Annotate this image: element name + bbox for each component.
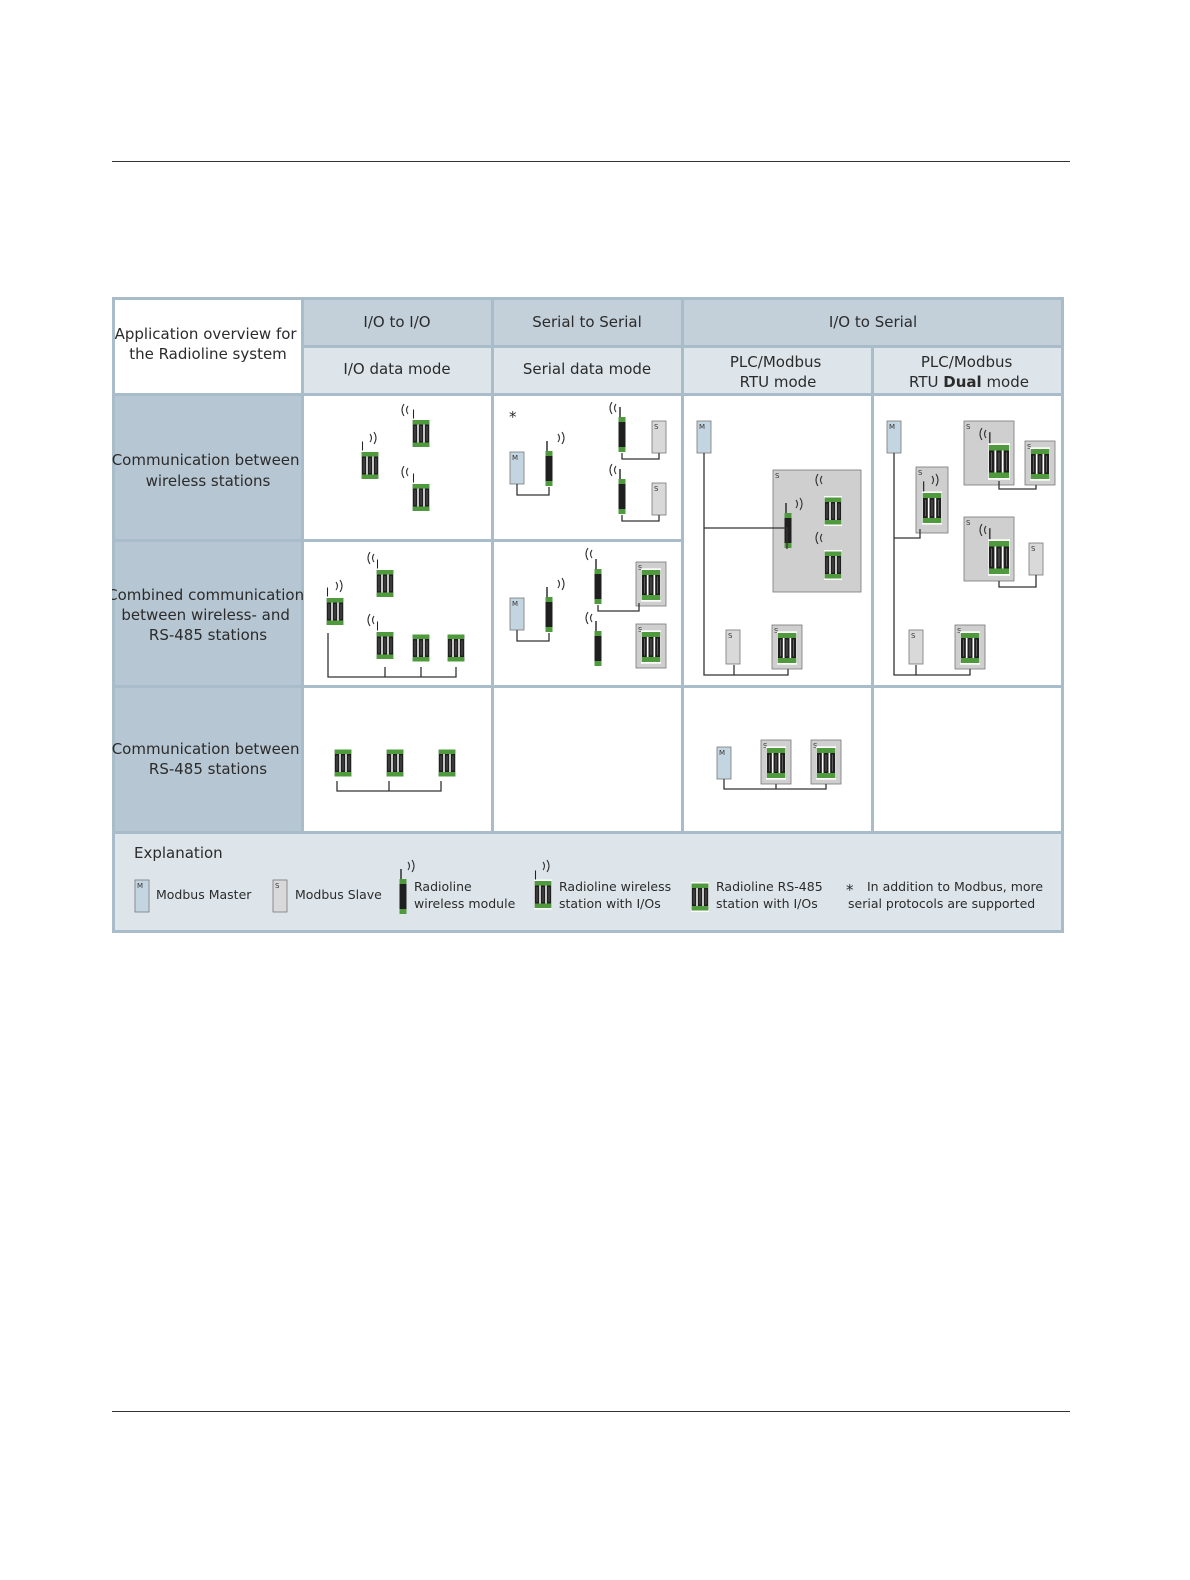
row-header-combined bbox=[115, 542, 301, 685]
legend-item-rs485-station: Radioline RS-485 station with I/Os bbox=[691, 879, 827, 913]
group-label-io-to-io: I/O to I/O bbox=[363, 313, 430, 331]
corner-title: Application overview for the Radioline s… bbox=[115, 325, 302, 363]
rs485-station-icon bbox=[691, 881, 709, 913]
diagram-combined-serial: M S S bbox=[509, 547, 667, 669]
modbus-slave-icon bbox=[272, 879, 288, 913]
svg-text:M: M bbox=[512, 454, 518, 462]
svg-text:S: S bbox=[774, 627, 779, 635]
svg-text:S: S bbox=[638, 564, 643, 572]
svg-text:S: S bbox=[966, 519, 971, 527]
mode-cell-serial-data bbox=[494, 348, 681, 393]
mode-plc-rtu: PLC/Modbus RTU mode bbox=[730, 353, 826, 391]
group-label-serial-to-serial: Serial to Serial bbox=[532, 313, 641, 331]
svg-text:S: S bbox=[638, 626, 643, 634]
cell-wireless-io-data bbox=[304, 396, 491, 539]
cell-rs485-plc-rtu-dual-empty bbox=[874, 688, 1061, 831]
corner-cell bbox=[115, 300, 301, 393]
svg-text:S: S bbox=[728, 632, 733, 640]
svg-text:Radioline wireless modul: Radioline wireless module bbox=[414, 879, 516, 911]
row-label-rs485: Communication between RS-485 stations bbox=[112, 740, 304, 778]
rs485-station-icon bbox=[334, 747, 352, 779]
svg-text:M: M bbox=[137, 882, 143, 890]
rs485-station-icon bbox=[641, 630, 661, 664]
rs485-station-icon bbox=[777, 631, 797, 665]
cell-rs485-serial-data-empty bbox=[494, 688, 681, 831]
svg-text:S: S bbox=[654, 485, 659, 493]
svg-text:M: M bbox=[889, 423, 895, 431]
asterisk-icon: * bbox=[846, 881, 854, 899]
svg-text:S: S bbox=[813, 742, 818, 750]
rs485-station-icon bbox=[766, 746, 786, 780]
mode-cell-plc-rtu-dual bbox=[874, 348, 1061, 393]
rs485-station-icon bbox=[438, 747, 456, 779]
modbus-slave-icon bbox=[725, 629, 741, 665]
diagram-combined-io bbox=[326, 551, 465, 678]
mode-plc-rtu-dual: PLC/Modbus RTU Dual mode bbox=[909, 353, 1029, 391]
legend-item-slave: S Modbus Slave bbox=[272, 879, 382, 913]
svg-text:S: S bbox=[275, 882, 280, 890]
svg-text:M: M bbox=[512, 600, 518, 608]
diagram-rs485-plc-rtu: M S S bbox=[716, 739, 842, 790]
legend-item-wireless-station: Radioline wireless station with I/Os bbox=[534, 859, 675, 911]
diagram-rs485-io bbox=[334, 747, 456, 792]
modbus-master-icon bbox=[134, 879, 150, 913]
rs485-station-icon bbox=[412, 632, 430, 664]
svg-text:In addition to Modbus, more: In addition to Modbus, more serial proto… bbox=[848, 879, 1047, 911]
mode-serial-data: Serial data mode bbox=[523, 360, 651, 378]
group-io-to-io bbox=[304, 300, 491, 345]
rs485-station-icon bbox=[1030, 447, 1050, 481]
modbus-slave-icon bbox=[908, 629, 924, 665]
svg-text:S: S bbox=[911, 632, 916, 640]
svg-text:S: S bbox=[654, 423, 659, 431]
legend-item-note: * In addition to Modbus, more serial pro… bbox=[846, 879, 1047, 911]
rs485-station-icon bbox=[386, 747, 404, 779]
rs485-station-icon bbox=[824, 495, 842, 527]
row-header-wireless bbox=[115, 396, 301, 539]
mode-io-data: I/O data mode bbox=[343, 360, 450, 378]
row-label-combined: Combined communication between wireless-… bbox=[112, 586, 309, 644]
row-label-wireless: Communication between wireless stations bbox=[112, 451, 304, 490]
svg-text:S: S bbox=[1031, 545, 1036, 553]
legend-title: Explanation bbox=[134, 844, 223, 862]
svg-text:M: M bbox=[719, 749, 725, 757]
rs485-station-icon bbox=[447, 632, 465, 664]
svg-text:S: S bbox=[918, 469, 923, 477]
cell-wireless-serial-data bbox=[494, 396, 681, 539]
svg-text:S: S bbox=[966, 423, 971, 431]
top-rule bbox=[112, 161, 1070, 162]
rs485-station-icon bbox=[960, 631, 980, 665]
rs485-station-icon bbox=[816, 746, 836, 780]
bottom-rule bbox=[112, 1411, 1070, 1412]
rs485-station-icon bbox=[824, 549, 842, 581]
group-io-to-serial bbox=[684, 300, 1061, 345]
legend-item-wireless-module: Radioline wireless module bbox=[399, 859, 516, 915]
svg-text:Modbus Master: Modbus Master bbox=[156, 887, 252, 902]
svg-text:M: M bbox=[699, 423, 705, 431]
mode-cell-io-data bbox=[304, 348, 491, 393]
rs485-station-icon bbox=[641, 568, 661, 602]
row-header-rs485 bbox=[115, 688, 301, 831]
diagram-plc-rtu: M S S S bbox=[696, 420, 862, 676]
group-label-io-to-serial: I/O to Serial bbox=[829, 313, 917, 331]
svg-text:S: S bbox=[763, 742, 768, 750]
svg-text:Radioline RS-485 station: Radioline RS-485 station with I/Os bbox=[716, 879, 827, 911]
mode-cell-plc-rtu bbox=[684, 348, 871, 393]
asterisk-icon: * bbox=[509, 408, 517, 426]
radioline-application-overview: Application overview for the Radioline s… bbox=[112, 297, 1064, 933]
svg-text:S: S bbox=[1027, 443, 1032, 451]
svg-text:Radioline wireless stati: Radioline wireless station with I/Os bbox=[559, 879, 675, 911]
legend-item-master: M Modbus Master bbox=[134, 879, 252, 913]
svg-text:S: S bbox=[775, 472, 780, 480]
svg-text:S: S bbox=[957, 627, 962, 635]
diagram-plc-rtu-dual: M S S S S S S S bbox=[886, 420, 1056, 676]
diagram-wireless-serial: * M S S bbox=[509, 401, 667, 522]
svg-text:Modbus Slave: Modbus Slave bbox=[295, 887, 382, 902]
group-serial-to-serial bbox=[494, 300, 681, 345]
